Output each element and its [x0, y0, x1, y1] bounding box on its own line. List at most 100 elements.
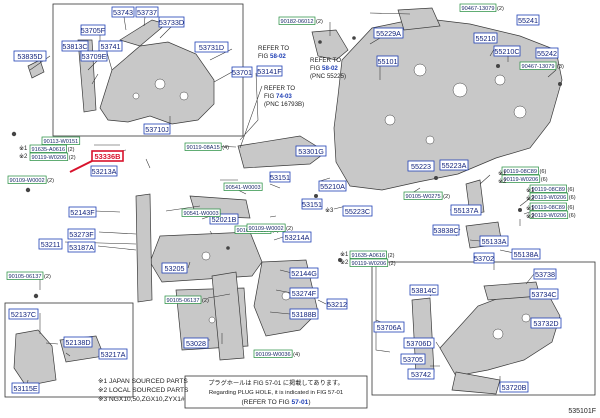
ref1-fig-link[interactable]: 58-02 [270, 53, 286, 60]
part-callout-52137C[interactable]: 52137C [8, 308, 39, 320]
part-callout-53733D[interactable]: 53733D [158, 16, 185, 28]
part-callout-53709E[interactable]: 53709E [80, 50, 108, 62]
fastener-label-90119-08C89[interactable]: 90119-08C89(6) [529, 202, 575, 211]
part-callout-55137A[interactable]: 55137A [450, 204, 482, 216]
part-callout-52138D[interactable]: 52138D [63, 336, 93, 348]
part-callout-53274F[interactable]: 53274F [289, 287, 319, 299]
fastener-label-90119-W0206[interactable]: 90119-W0206(2) [29, 152, 76, 161]
fastener-label-90119-W0206[interactable]: 90119-W0206(6) [529, 192, 576, 201]
part-callout-53213A[interactable]: 53213A [90, 165, 118, 177]
part-callout-53720B[interactable]: 53720B [499, 381, 529, 393]
part-callout-53741[interactable]: 53741 [98, 40, 123, 52]
reference-note-1[interactable]: REFER TO FIG 58-02 [258, 45, 289, 60]
fastener-label-90541-W0003[interactable]: 90541-W0003 [223, 182, 263, 191]
ref2-fig-link[interactable]: 58-02 [322, 65, 338, 72]
part-callout-55210[interactable]: 55210 [473, 32, 498, 44]
part-callout-53141F[interactable]: 53141F [256, 65, 283, 77]
fastener-label-90541-W0003[interactable]: 90541-W0003 [181, 208, 221, 217]
fastener-qty: (2) [202, 298, 209, 304]
fastener-label-box [7, 175, 47, 184]
fastener-label-90105-06137[interactable]: 90105-06137(2) [164, 295, 209, 304]
part-callout-53701[interactable]: 53701 [231, 66, 253, 78]
callout-label: 52143F [70, 208, 95, 217]
fastener-label-90119-08C89[interactable]: 90119-08C89(6) [501, 166, 546, 175]
fastener-label-90119-08A15[interactable]: 90119-08A15(4) [184, 142, 229, 151]
fastener-label-90109-W0036[interactable]: 90109-W0036(4) [253, 349, 300, 358]
part-callout-53115E[interactable]: 53115E [11, 382, 40, 394]
bolt-icon [518, 208, 522, 212]
part-callout-55229A[interactable]: 55229A [373, 27, 404, 39]
fastener-label-90467-13079[interactable]: 90467-13079(3) [519, 61, 564, 70]
plug-note-ref[interactable]: (REFER TO FIG 57-01) [241, 399, 310, 406]
reference-note-3[interactable]: REFER TO FIG 74-03 (PNC 16793B) [264, 85, 304, 108]
fastener-label-90109-W0002[interactable]: 90109-W0002(2) [246, 223, 293, 232]
highlighted-callout[interactable]: 53336B [69, 150, 124, 173]
part-callout-53151[interactable]: 53151 [301, 198, 323, 210]
fastener-label-90182-06012[interactable]: 90182-06012(2) [278, 16, 323, 25]
part-callout-53710J[interactable]: 53710J [143, 123, 171, 135]
callout-label: 53732D [533, 319, 558, 328]
part-callout-55133A[interactable]: 55133A [479, 235, 509, 247]
part-callout-52021B[interactable]: 52021B [209, 213, 239, 225]
part-callout-55223C[interactable]: 55223C [342, 205, 373, 217]
part-callout-55101[interactable]: 55101 [376, 55, 399, 67]
part-callout-55242[interactable]: 55242 [535, 47, 559, 59]
part-callout-53705[interactable]: 53705 [400, 353, 426, 365]
part-callout-53212[interactable]: 53212 [326, 298, 348, 310]
fastener-qty: (2) [316, 19, 323, 25]
part-callout-55241[interactable]: 55241 [516, 14, 540, 26]
part-callout-55210C[interactable]: 55210C [493, 45, 521, 57]
frames [4, 3, 596, 409]
part-callout-53188B[interactable]: 53188B [289, 308, 319, 320]
part-callout-52144G[interactable]: 52144G [289, 267, 319, 279]
callout-label: 52144G [291, 269, 317, 278]
part-callout-53813C[interactable]: 53813C [61, 40, 89, 52]
ref3-fig-link[interactable]: 74-03 [276, 93, 292, 100]
fastener-label-90467-13079[interactable]: 90467-13079(2) [459, 3, 504, 12]
part-callout-52143F[interactable]: 52143F [68, 206, 97, 218]
part-callout-53705F[interactable]: 53705F [80, 24, 106, 36]
fastener-label-90119-08C89[interactable]: 90119-08C89(6) [529, 184, 574, 193]
part-callout-53205[interactable]: 53205 [161, 262, 188, 274]
callout-box [158, 16, 185, 28]
part-callout-53214A[interactable]: 53214A [282, 231, 312, 243]
part-callout-53732D[interactable]: 53732D [530, 317, 562, 329]
part-callout-53706D[interactable]: 53706D [403, 337, 435, 349]
fastener-label-90119-W0206[interactable]: 90119-W0206(6) [501, 174, 548, 183]
reference-note-2[interactable]: REFER TO FIG 58-02 (PNC 55225) [310, 57, 346, 80]
fastener-label-90119-W0206[interactable]: 90119-W0206(6) [529, 210, 576, 219]
part-callout-55223[interactable]: 55223 [407, 160, 435, 172]
plug-note-fig-link[interactable]: 57-01 [291, 399, 308, 406]
part-callout-55210A[interactable]: 55210A [318, 180, 347, 192]
fastener-label-91635-A0616[interactable]: 91635-A0616(2) [29, 144, 75, 153]
part-callout-53028[interactable]: 53028 [183, 337, 209, 349]
fastener-label-90109-W0002[interactable]: 90109-W0002(2) [7, 175, 54, 184]
part-callout-53838C[interactable]: 53838C [432, 224, 460, 236]
fastener-label-90105-06137[interactable]: 90105-06137(2) [6, 271, 51, 280]
part-callout-53151[interactable]: 53151 [269, 171, 291, 183]
fastener-qty: (6) [568, 205, 575, 211]
part-callout-53737[interactable]: 53737 [135, 6, 159, 18]
fastener-label-box [529, 184, 567, 193]
part-callout-53742[interactable]: 53742 [407, 368, 435, 380]
part-callout-53211[interactable]: 53211 [38, 238, 63, 250]
fastener-label-90105-W0275[interactable]: 90105-W0275(2) [403, 191, 450, 200]
part-callout-53835D[interactable]: 53835D [13, 50, 47, 62]
part-callout-53702[interactable]: 53702 [473, 252, 495, 264]
part-callout-53738[interactable]: 53738 [533, 268, 557, 280]
fastener-label-91635-A0616[interactable]: 91635-A0616(2) [349, 250, 395, 259]
part-callout-53734C[interactable]: 53734C [529, 288, 559, 300]
part-callout-55138A[interactable]: 55138A [511, 248, 541, 260]
part-callout-53187A[interactable]: 53187A [67, 241, 96, 253]
part-callout-53273F[interactable]: 53273F [67, 228, 96, 240]
part-callout-53217A[interactable]: 53217A [98, 348, 128, 360]
part-callout-53301G[interactable]: 53301G [295, 145, 327, 157]
part-callout-53706A[interactable]: 53706A [373, 321, 405, 333]
part-callout-53743[interactable]: 53743 [111, 6, 135, 18]
part-callout-53731D[interactable]: 53731D [194, 41, 229, 53]
fastener-label-90119-W0206[interactable]: 90119-W0206(2) [349, 258, 396, 267]
part-callout-53814C[interactable]: 53814C [409, 284, 439, 296]
part-callout-55223A[interactable]: 55223A [439, 159, 469, 171]
fastener-label-90113-W0151[interactable]: 90113-W0151 [41, 136, 81, 145]
callout-box [535, 47, 559, 59]
